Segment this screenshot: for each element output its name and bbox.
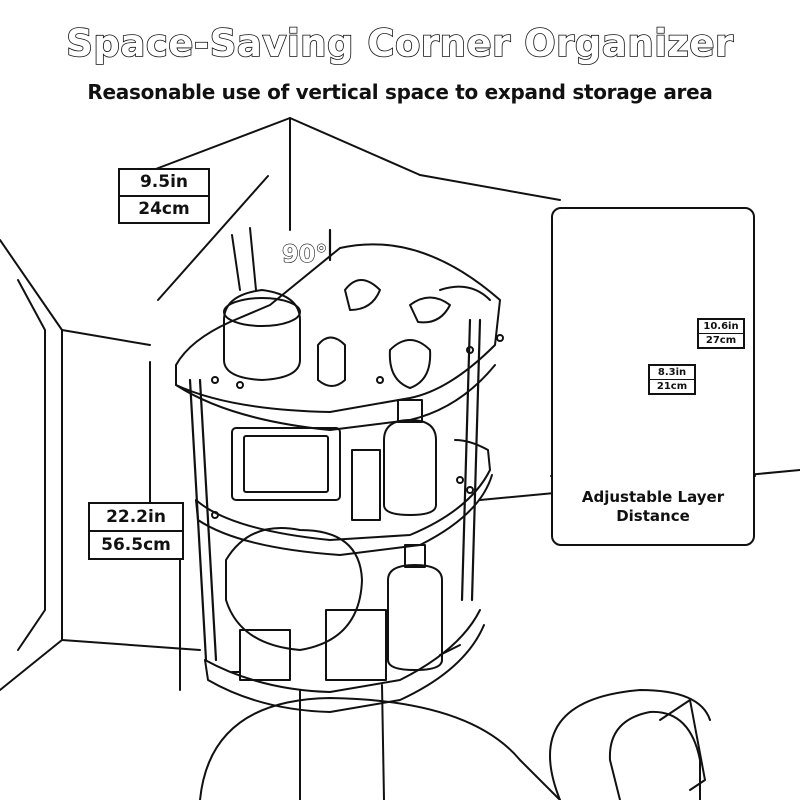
- max-layer-metric: 27cm: [705, 335, 737, 346]
- middle-shelf: [195, 439, 493, 556]
- corner-angle-label: 90°: [281, 239, 328, 268]
- top-width-dimension: 9.5in 24cm: [118, 168, 210, 224]
- max-layer-distance: 10.6in 27cm: [697, 318, 745, 349]
- top-width-metric: 24cm: [138, 199, 190, 219]
- inset-caption-line1: Adjustable Layer: [581, 488, 725, 506]
- page-subtitle: Reasonable use of vertical space to expa…: [87, 80, 713, 104]
- inset-caption: Adjustable Layer Distance: [551, 488, 755, 526]
- top-shelf: [175, 243, 504, 431]
- top-width-imperial: 9.5in: [120, 170, 208, 197]
- page-title: Space-Saving Corner Organizer: [65, 21, 734, 66]
- middle-shelf-items: [231, 399, 437, 521]
- sink-faucet: [199, 689, 711, 800]
- total-height-metric: 56.5cm: [101, 535, 171, 555]
- bottom-shelf-items: [225, 527, 443, 681]
- top-shelf-items: [223, 227, 491, 389]
- min-layer-distance: 8.3in 21cm: [648, 364, 696, 395]
- total-height-imperial: 22.2in: [90, 504, 182, 532]
- max-layer-imperial: 10.6in: [699, 320, 743, 334]
- dimension-guides: [149, 175, 269, 691]
- total-height-dimension: 22.2in 56.5cm: [88, 502, 184, 560]
- inset-caption-line2: Distance: [616, 507, 690, 525]
- min-layer-metric: 21cm: [656, 381, 688, 392]
- min-layer-imperial: 8.3in: [650, 366, 694, 380]
